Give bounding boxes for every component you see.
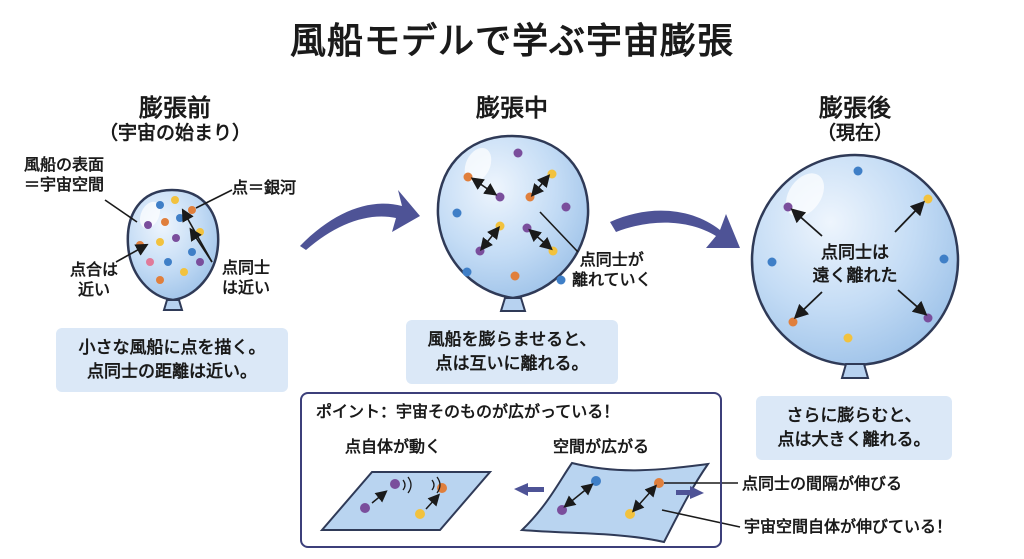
caption-during-line2: 点は互いに離れる。 — [435, 354, 589, 374]
page-title: 風船モデルで学ぶ宇宙膨張 — [289, 21, 734, 62]
label-pair-line2: は近い — [222, 278, 271, 297]
stage-before-title: 膨張前 — [139, 94, 211, 122]
caption-after-line2: 点は大きく離れる。 — [777, 430, 931, 450]
caption-before-line1: 小さな風船に点を描く。 — [78, 338, 266, 358]
progress-arrow-1 — [300, 190, 420, 250]
balloon-after — [750, 153, 960, 379]
label-moving-apart: 点同士が 離れていく — [572, 250, 652, 290]
label-close: 点合は 近い — [70, 260, 118, 300]
sheet-left — [319, 471, 493, 531]
progress-arrow-2 — [610, 210, 740, 248]
right-arrow — [676, 486, 704, 499]
label-moving-apart-line2: 離れていく — [572, 270, 652, 289]
label-far-apart-line2: 遠く離れた — [812, 266, 898, 286]
label-point-galaxy: 点＝銀河 — [232, 178, 297, 197]
point-box-heading: ポイント：宇宙そのものが広がっている！ — [316, 402, 620, 421]
stage-after-title: 膨張後 — [819, 94, 891, 122]
callout-gap-stretches: 点同士の間隔が伸びる — [742, 474, 903, 493]
label-close-line2: 近い — [78, 280, 111, 299]
left-arrow — [514, 483, 544, 496]
label-far-apart: 点同士は 遠く離れた — [795, 242, 915, 288]
caption-before: 小さな風船に点を描く。 点同士の距離は近い。 — [56, 328, 288, 392]
point-box — [300, 392, 722, 548]
sheet-right — [519, 461, 711, 544]
balloon-before — [104, 188, 233, 311]
caption-during: 風船を膨らませると、 点は互いに離れる。 — [406, 320, 618, 384]
label-close-line1: 点合は — [70, 260, 119, 279]
callout-space-stretches: 宇宙空間自体が伸びている！ — [744, 517, 953, 536]
stage-before-subtitle: （宇宙の始まり） — [98, 122, 251, 144]
stage-during-title: 膨張中 — [476, 94, 548, 122]
label-pair-line1: 点同士 — [222, 258, 271, 277]
balloon-after-dots — [767, 166, 949, 343]
label-moving-apart-line1: 点同士が — [579, 250, 644, 269]
label-dots-move: 点自体が動く — [345, 437, 442, 456]
caption-after-line1: さらに膨らむと、 — [786, 406, 922, 426]
balloon-during — [436, 134, 590, 312]
label-surface: 風船の表面 ＝宇宙空間 — [24, 155, 104, 195]
label-surface-line1: 風船の表面 — [24, 155, 105, 174]
label-space-expands: 空間が広がる — [553, 437, 650, 456]
caption-during-line1: 風船を膨らませると、 — [427, 330, 597, 350]
label-surface-line2: ＝宇宙空間 — [24, 175, 105, 194]
stage-after-subtitle: （現在） — [816, 122, 893, 144]
label-pair-close: 点同士 は近い — [222, 258, 270, 298]
caption-before-line2: 点同士の距離は近い。 — [87, 362, 257, 382]
caption-after: さらに膨らむと、 点は大きく離れる。 — [756, 396, 952, 460]
label-far-apart-line1: 点同士は — [821, 243, 889, 263]
